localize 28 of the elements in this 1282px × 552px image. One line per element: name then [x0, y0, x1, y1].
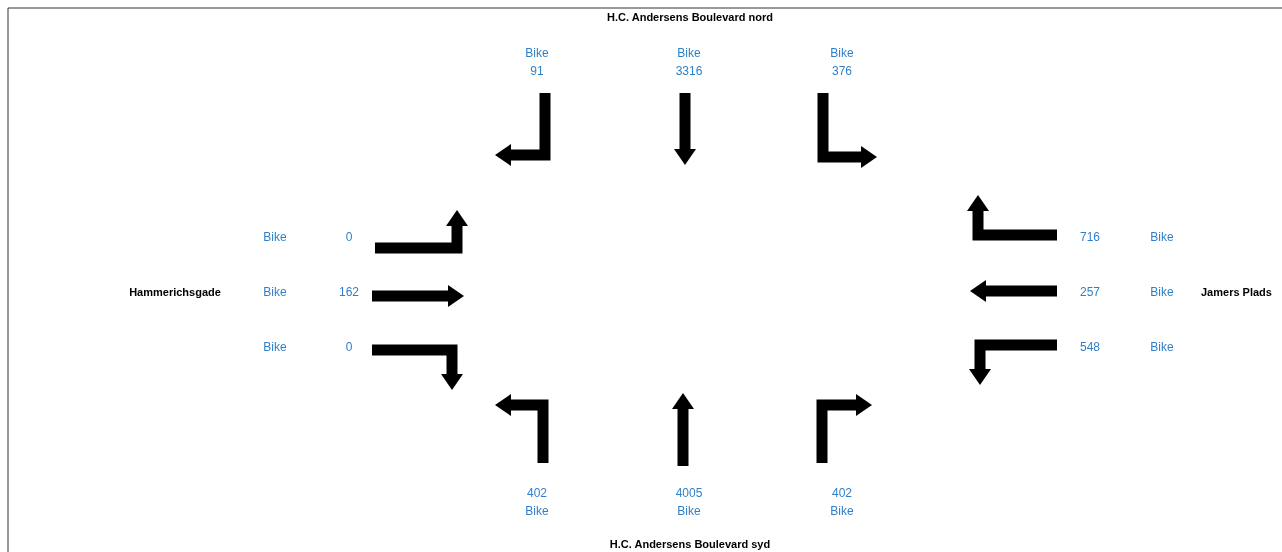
count-value: 257: [1080, 285, 1100, 299]
count-value: 3316: [675, 64, 703, 78]
mode-label: Bike: [263, 340, 287, 354]
count-value: 548: [1080, 340, 1100, 354]
count-value: 0: [345, 340, 353, 354]
count-value: 716: [1080, 230, 1100, 244]
street-name: H.C. Andersens Boulevard syd: [609, 537, 771, 551]
mode-label: Bike: [263, 285, 287, 299]
mode-label: Bike: [830, 504, 854, 518]
mode-label: Bike: [263, 230, 287, 244]
count-value: 162: [339, 285, 359, 299]
count-value: 402: [527, 486, 547, 500]
street-name: Hammerichsgade: [129, 285, 221, 299]
mode-label: Bike: [1150, 340, 1174, 354]
count-value: 0: [345, 230, 353, 244]
count-value: 4005: [675, 486, 703, 500]
mode-label: Bike: [525, 504, 549, 518]
mode-label: Bike: [525, 46, 549, 60]
mode-label: Bike: [1150, 230, 1174, 244]
mode-label: Bike: [677, 504, 701, 518]
mode-label: Bike: [830, 46, 854, 60]
count-value: 376: [832, 64, 852, 78]
mode-label: Bike: [677, 46, 701, 60]
street-name: H.C. Andersens Boulevard nord: [607, 10, 773, 24]
mode-label: Bike: [1150, 285, 1174, 299]
count-value: 402: [832, 486, 852, 500]
count-value: 91: [530, 64, 544, 78]
street-name: Jamers Plads: [1201, 285, 1272, 299]
